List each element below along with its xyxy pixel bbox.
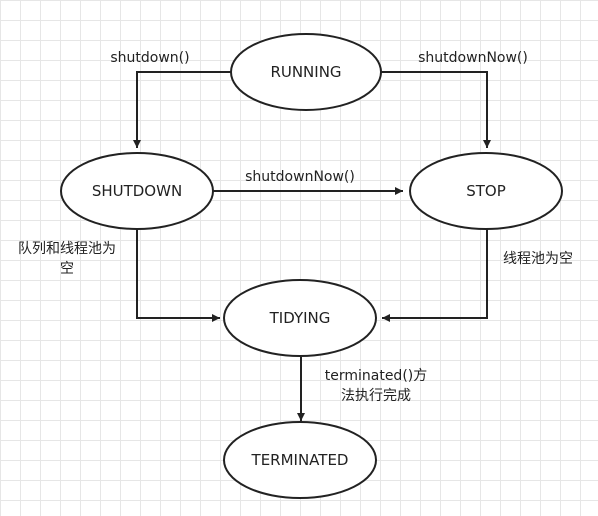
node-stop-label: STOP [466, 182, 506, 200]
label-running-to-stop: shutdownNow() [418, 50, 528, 66]
label-stop-to-tidying: 线程池为空 [503, 251, 573, 267]
node-terminated-label: TERMINATED [251, 451, 349, 469]
edge-shutdown-to-tidying [136, 229, 220, 322]
label-running-to-shutdown: shutdown() [110, 50, 189, 66]
edge-stop-to-tidying [382, 229, 488, 322]
edge-running-to-shutdown [133, 71, 232, 148]
label-tidying-to-terminated-line2: 法执行完成 [341, 388, 411, 404]
label-shutdown-to-stop: shutdownNow() [245, 169, 355, 185]
label-tidying-to-terminated-line1: terminated()方 [325, 368, 428, 384]
node-shutdown: SHUTDOWN [60, 152, 214, 230]
label-shutdown-to-tidying-line1: 队列和线程池为 [18, 241, 116, 257]
node-shutdown-label: SHUTDOWN [92, 182, 182, 200]
node-running: RUNNING [230, 33, 382, 111]
edge-running-to-stop [380, 71, 491, 148]
node-tidying-label: TIDYING [269, 309, 331, 327]
node-terminated: TERMINATED [223, 421, 377, 499]
node-stop: STOP [409, 152, 563, 230]
node-tidying: TIDYING [223, 279, 377, 357]
node-running-label: RUNNING [270, 63, 341, 81]
label-shutdown-to-tidying-line2: 空 [60, 261, 74, 277]
